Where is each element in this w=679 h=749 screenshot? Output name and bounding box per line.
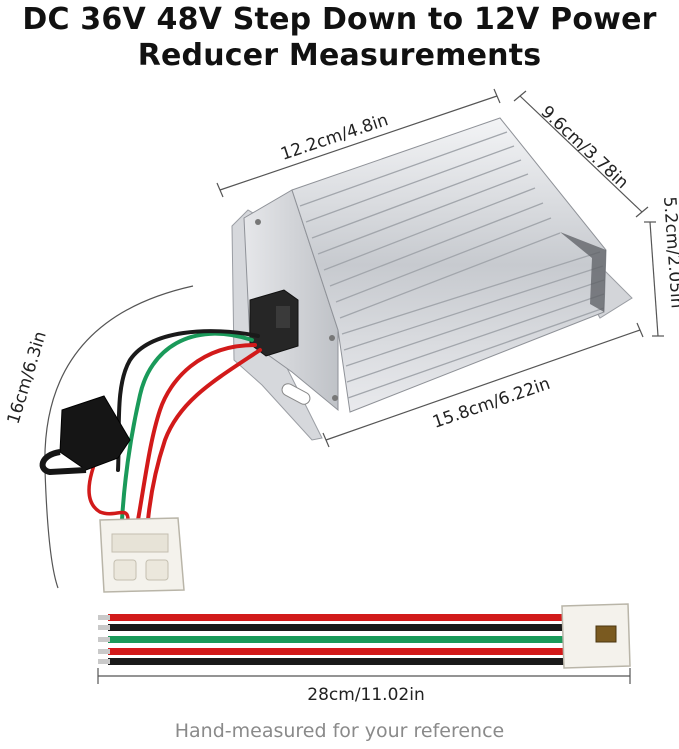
title-line-1: DC 36V 48V Step Down to 12V Power bbox=[22, 2, 657, 37]
wire-red-1 bbox=[108, 614, 566, 621]
fuse-holder bbox=[39, 395, 131, 476]
height-line bbox=[649, 221, 659, 337]
harness-connector bbox=[99, 517, 185, 593]
top-width-line bbox=[219, 95, 498, 191]
wire-black-2 bbox=[108, 658, 566, 665]
wire-black-1 bbox=[108, 624, 566, 631]
bottom-length-line bbox=[325, 329, 641, 441]
dimension-lines bbox=[44, 88, 664, 684]
connector-latch bbox=[595, 625, 617, 643]
wire-length-label: 28cm/11.02in bbox=[307, 685, 424, 705]
footer-note: Hand-measured for your reference bbox=[174, 720, 505, 742]
title-line-2: Reducer Measurements bbox=[137, 38, 542, 73]
page-title: DC 36V 48V Step Down to 12V Power Reduce… bbox=[0, 2, 679, 74]
mount-slot bbox=[281, 383, 311, 405]
wire-red-2 bbox=[108, 648, 566, 655]
wire-set bbox=[98, 603, 631, 669]
wire-green bbox=[108, 636, 566, 643]
top-depth-line bbox=[519, 95, 643, 213]
cable-length-label: 16cm/6.3in bbox=[4, 329, 51, 426]
cable-length-arc bbox=[44, 285, 194, 589]
converter-housing bbox=[231, 117, 633, 441]
top-depth-label: 9.6cm/3.78in bbox=[537, 102, 633, 193]
height-label: 5.2cm/2.05in bbox=[659, 196, 679, 309]
